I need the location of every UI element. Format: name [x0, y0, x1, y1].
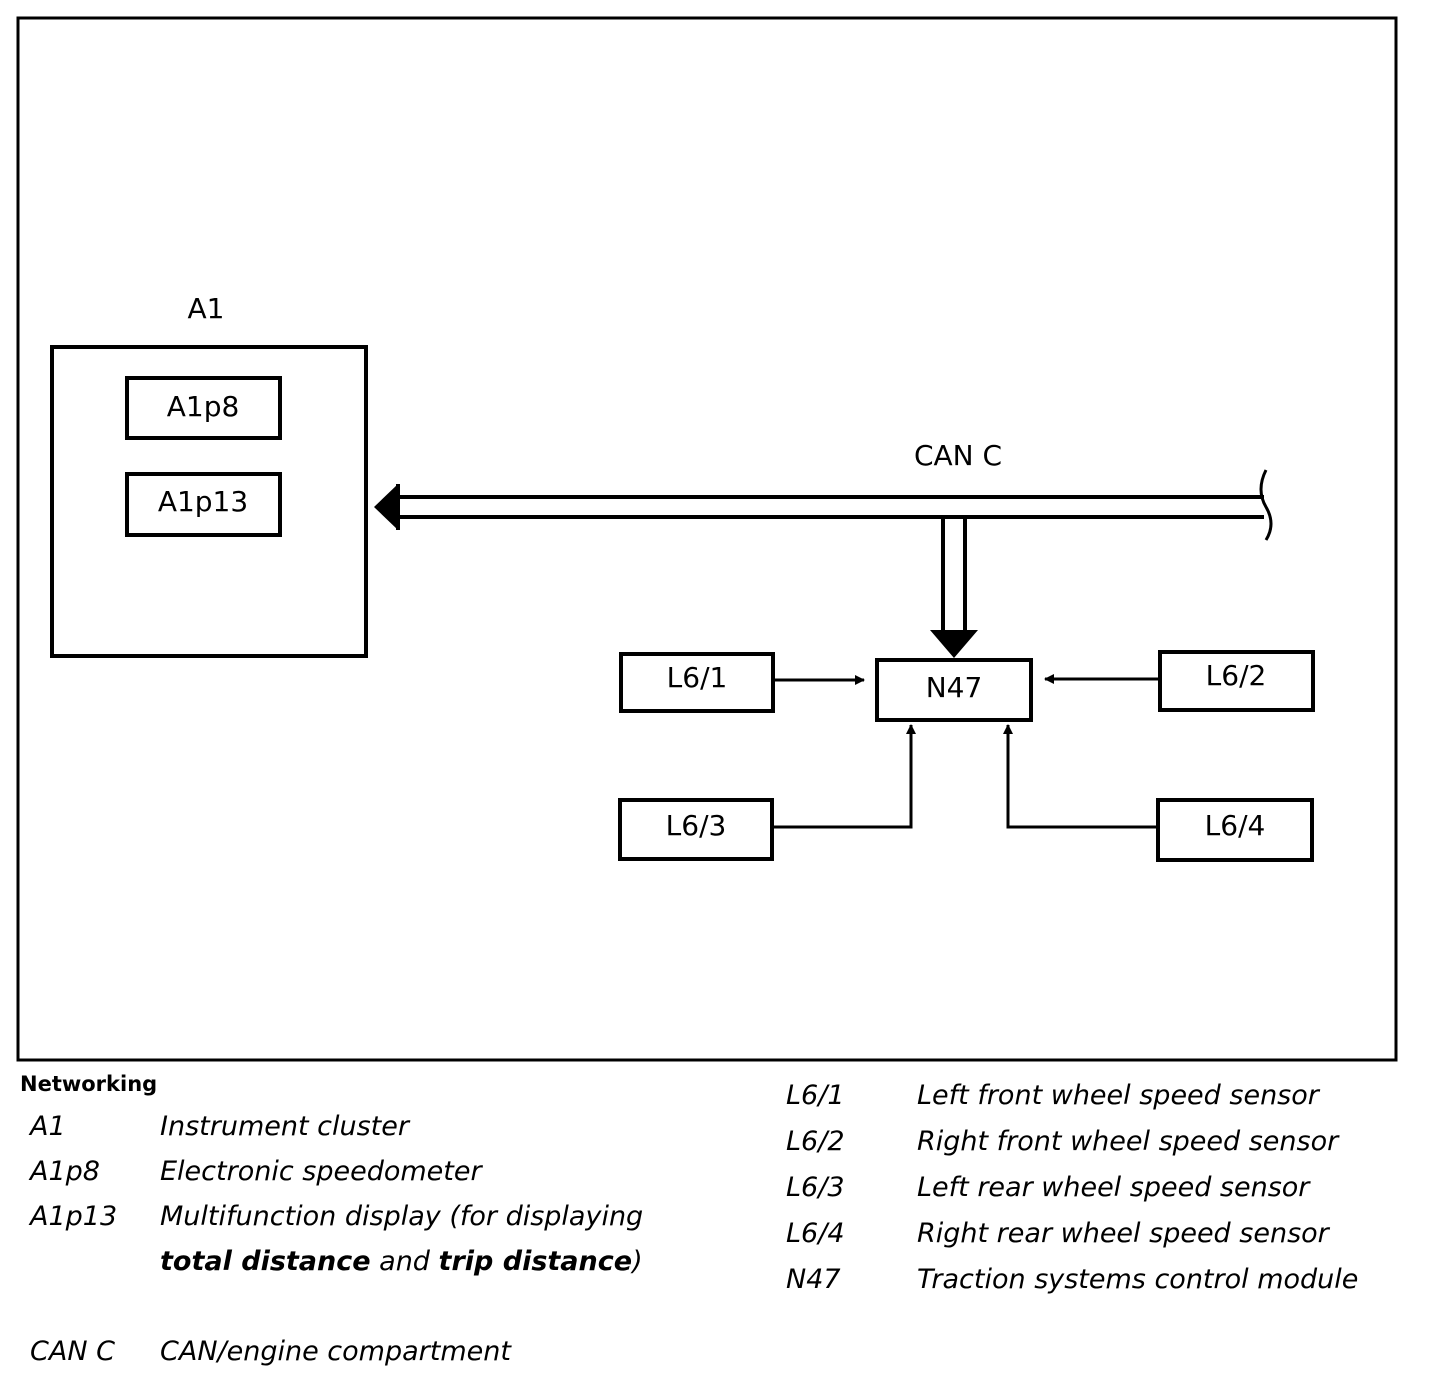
legend-code: L6/3	[786, 1172, 845, 1203]
legend-desc: CAN/engine compartment	[160, 1336, 511, 1367]
can-c-arrow-to-a1	[374, 484, 398, 530]
a1p8-box	[125, 376, 282, 440]
a1p8-label: A1p8	[167, 390, 240, 423]
a1p13-box	[125, 472, 282, 537]
legend-code: L6/1	[786, 1080, 845, 1111]
legend-desc: Left rear wheel speed sensor	[917, 1172, 1310, 1203]
legend-code: L6/2	[786, 1126, 845, 1157]
l61-box	[619, 652, 775, 713]
legend-code: A1	[30, 1111, 66, 1142]
legend-code: N47	[786, 1264, 841, 1295]
caption-title: Networking	[20, 1072, 158, 1096]
legend-desc: Multifunction display (for displaying to…	[160, 1201, 644, 1277]
l62-label: L6/2	[1206, 659, 1267, 692]
legend-code: A1p13	[30, 1201, 118, 1232]
l63-arrow	[772, 724, 916, 829]
legend-desc: Instrument cluster	[160, 1111, 409, 1142]
can-c-arrow-to-n47	[930, 630, 978, 658]
can-c-bus	[396, 484, 1264, 630]
a1-label: A1	[188, 292, 225, 325]
l62-box	[1158, 650, 1315, 712]
a1-box	[50, 345, 368, 658]
n47-label: N47	[926, 671, 983, 704]
l64-arrow	[1003, 724, 1158, 829]
legend-right: L6/1 Left front wheel speed sensor L6/2 …	[786, 1073, 1426, 1313]
can-c-break-mark	[1259, 469, 1273, 541]
l64-box	[1156, 798, 1314, 862]
l63-box	[618, 798, 774, 861]
legend-desc: Right front wheel speed sensor	[917, 1126, 1339, 1157]
l64-label: L6/4	[1205, 809, 1266, 842]
l61-label: L6/1	[667, 661, 728, 694]
legend-code: A1p8	[30, 1156, 100, 1187]
diagram-frame	[16, 16, 1398, 1062]
n47-box	[875, 658, 1033, 722]
legend-desc: Traction systems control module	[917, 1264, 1359, 1295]
legend-left: A1 Instrument cluster A1p8 Electronic sp…	[30, 1104, 730, 1384]
legend-code: L6/4	[786, 1218, 845, 1249]
can-c-label: CAN C	[914, 439, 1002, 472]
legend-desc: Electronic speedometer	[160, 1156, 482, 1187]
legend-code: CAN C	[30, 1336, 115, 1367]
a1p13-label: A1p13	[158, 485, 248, 518]
legend-desc: Left front wheel speed sensor	[917, 1080, 1319, 1111]
legend-desc: Right rear wheel speed sensor	[917, 1218, 1329, 1249]
l63-label: L6/3	[666, 809, 727, 842]
